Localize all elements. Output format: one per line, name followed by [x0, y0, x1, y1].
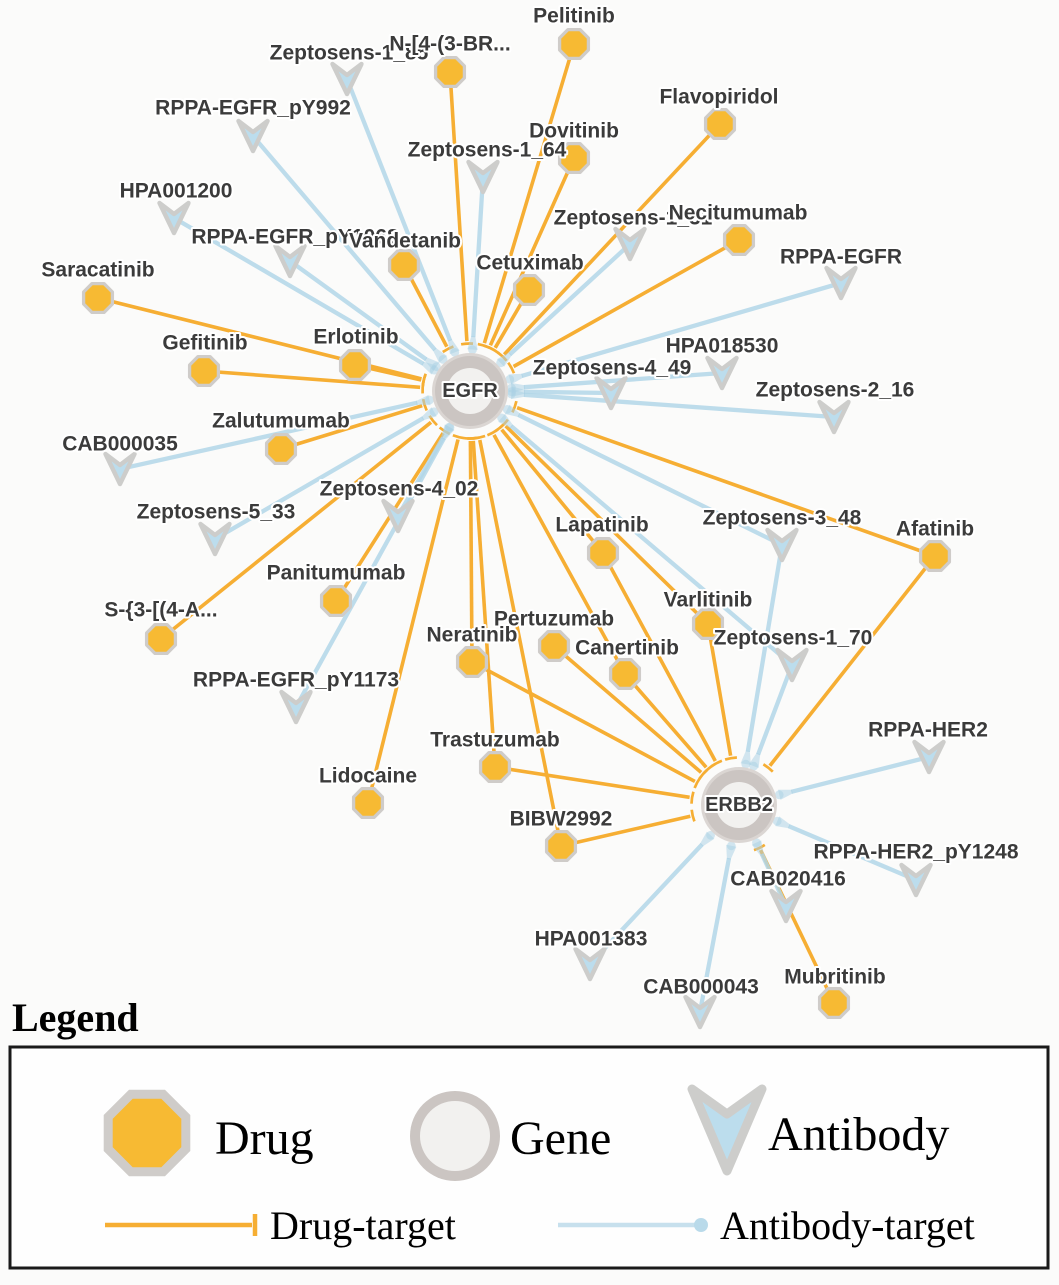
svg-text:Mubritinib: Mubritinib: [784, 966, 885, 989]
svg-text:Afatinib: Afatinib: [896, 518, 974, 541]
svg-text:Dovitinib: Dovitinib: [529, 120, 619, 143]
svg-text:Antibody: Antibody: [768, 1108, 949, 1161]
svg-text:RPPA-EGFR_pY1173: RPPA-EGFR_pY1173: [193, 669, 399, 692]
svg-text:Saracatinib: Saracatinib: [41, 259, 154, 282]
svg-text:Antibody-target: Antibody-target: [720, 1203, 975, 1248]
svg-text:Pelitinib: Pelitinib: [533, 5, 615, 28]
svg-text:RPPA-EGFR: RPPA-EGFR: [780, 246, 902, 269]
svg-text:Zeptosens-4_49: Zeptosens-4_49: [533, 357, 692, 380]
svg-text:CAB000043: CAB000043: [643, 976, 759, 999]
svg-text:Cetuximab: Cetuximab: [476, 252, 583, 275]
svg-text:Vandetanib: Vandetanib: [349, 230, 461, 253]
svg-text:Zeptosens-3_48: Zeptosens-3_48: [703, 507, 862, 530]
svg-text:Varlitinib: Varlitinib: [664, 589, 753, 612]
svg-text:Neratinib: Neratinib: [426, 624, 517, 647]
svg-text:BIBW2992: BIBW2992: [510, 808, 613, 831]
svg-text:Gene: Gene: [510, 1112, 611, 1165]
svg-text:Zeptosens-4_02: Zeptosens-4_02: [320, 478, 479, 501]
svg-text:Canertinib: Canertinib: [575, 637, 679, 660]
svg-text:Gefitinib: Gefitinib: [162, 332, 247, 355]
svg-text:Zeptosens-1_31: Zeptosens-1_31: [554, 207, 713, 230]
svg-text:Necitumumab: Necitumumab: [669, 202, 808, 225]
svg-text:Drug-target: Drug-target: [270, 1203, 456, 1248]
svg-text:Pertuzumab: Pertuzumab: [494, 608, 614, 631]
svg-text:Zeptosens-1_64: Zeptosens-1_64: [408, 139, 567, 162]
svg-text:Legend: Legend: [12, 995, 139, 1040]
svg-text:ERBB2: ERBB2: [705, 794, 773, 816]
svg-text:HPA001200: HPA001200: [120, 180, 233, 203]
svg-text:RPPA-HER2: RPPA-HER2: [868, 719, 988, 742]
svg-text:CAB020416: CAB020416: [730, 868, 846, 891]
svg-text:S-{3-[(4-A...: S-{3-[(4-A...: [104, 599, 217, 622]
svg-text:Zeptosens-2_16: Zeptosens-2_16: [756, 379, 915, 402]
svg-text:Drug: Drug: [215, 1112, 314, 1165]
svg-text:CAB000035: CAB000035: [62, 433, 178, 456]
svg-text:N-[4-(3-BR...: N-[4-(3-BR...: [389, 33, 510, 56]
svg-text:Zeptosens-5_33: Zeptosens-5_33: [137, 501, 296, 524]
svg-text:Flavopiridol: Flavopiridol: [659, 86, 778, 109]
svg-text:Lapatinib: Lapatinib: [555, 514, 648, 537]
svg-text:Zeptosens-1_85: Zeptosens-1_85: [270, 42, 429, 65]
svg-text:Zeptosens-1_70: Zeptosens-1_70: [714, 627, 873, 650]
svg-text:Erlotinib: Erlotinib: [313, 326, 398, 349]
svg-text:HPA018530: HPA018530: [666, 335, 779, 358]
svg-text:RPPA-EGFR_pY1068: RPPA-EGFR_pY1068: [191, 226, 399, 249]
svg-text:RPPA-EGFR_pY992: RPPA-EGFR_pY992: [155, 97, 351, 120]
svg-text:Zalutumumab: Zalutumumab: [212, 410, 350, 433]
svg-text:Lidocaine: Lidocaine: [319, 765, 417, 788]
svg-text:Panitumumab: Panitumumab: [267, 562, 406, 585]
svg-text:EGFR: EGFR: [442, 380, 498, 402]
svg-text:RPPA-HER2_pY1248: RPPA-HER2_pY1248: [813, 841, 1018, 864]
svg-text:Trastuzumab: Trastuzumab: [430, 729, 560, 752]
svg-text:HPA001383: HPA001383: [535, 928, 648, 951]
